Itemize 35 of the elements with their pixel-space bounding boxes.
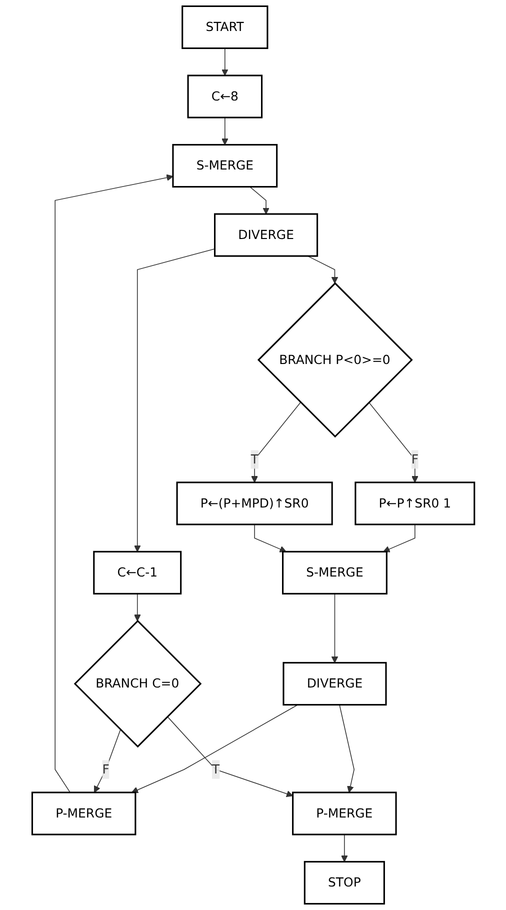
arrow bbox=[221, 48, 228, 76]
node-box: DIVERGE bbox=[282, 662, 386, 706]
arrow bbox=[250, 402, 301, 483]
edge-label: T bbox=[212, 762, 220, 777]
arrow bbox=[166, 716, 293, 798]
arrow bbox=[221, 117, 228, 146]
node-box: STOP bbox=[304, 860, 385, 905]
arrow bbox=[54, 174, 173, 793]
arrow bbox=[131, 704, 298, 794]
arrow bbox=[331, 593, 338, 664]
arrow bbox=[134, 593, 140, 622]
arrow bbox=[94, 729, 121, 793]
node-box: C←C-1 bbox=[92, 550, 182, 594]
edge-label: F bbox=[102, 762, 110, 777]
node-diamond: BRANCH P<0>=0 bbox=[257, 282, 413, 438]
arrow bbox=[340, 834, 348, 862]
arrow bbox=[307, 256, 338, 284]
node-box: C←8 bbox=[186, 74, 262, 118]
arrow bbox=[338, 704, 354, 793]
edge-label: T bbox=[250, 452, 258, 466]
node-box: P←P↑SR0 1 bbox=[354, 482, 475, 526]
node-box: S-MERGE bbox=[172, 144, 278, 188]
arrow bbox=[134, 248, 215, 552]
arrow bbox=[382, 524, 415, 552]
node-box: S-MERGE bbox=[282, 550, 388, 594]
node-diamond: BRANCH C=0 bbox=[74, 620, 202, 748]
arrow bbox=[368, 402, 418, 483]
node-box: START bbox=[181, 5, 268, 50]
node-box: DIVERGE bbox=[214, 213, 318, 257]
arrow bbox=[254, 524, 286, 552]
arrow bbox=[249, 186, 270, 214]
edge-label: F bbox=[411, 452, 418, 466]
node-box: P←(P+MPD)↑SR0 bbox=[176, 482, 333, 526]
node-box: P-MERGE bbox=[31, 792, 136, 836]
node-box: P-MERGE bbox=[292, 792, 396, 836]
